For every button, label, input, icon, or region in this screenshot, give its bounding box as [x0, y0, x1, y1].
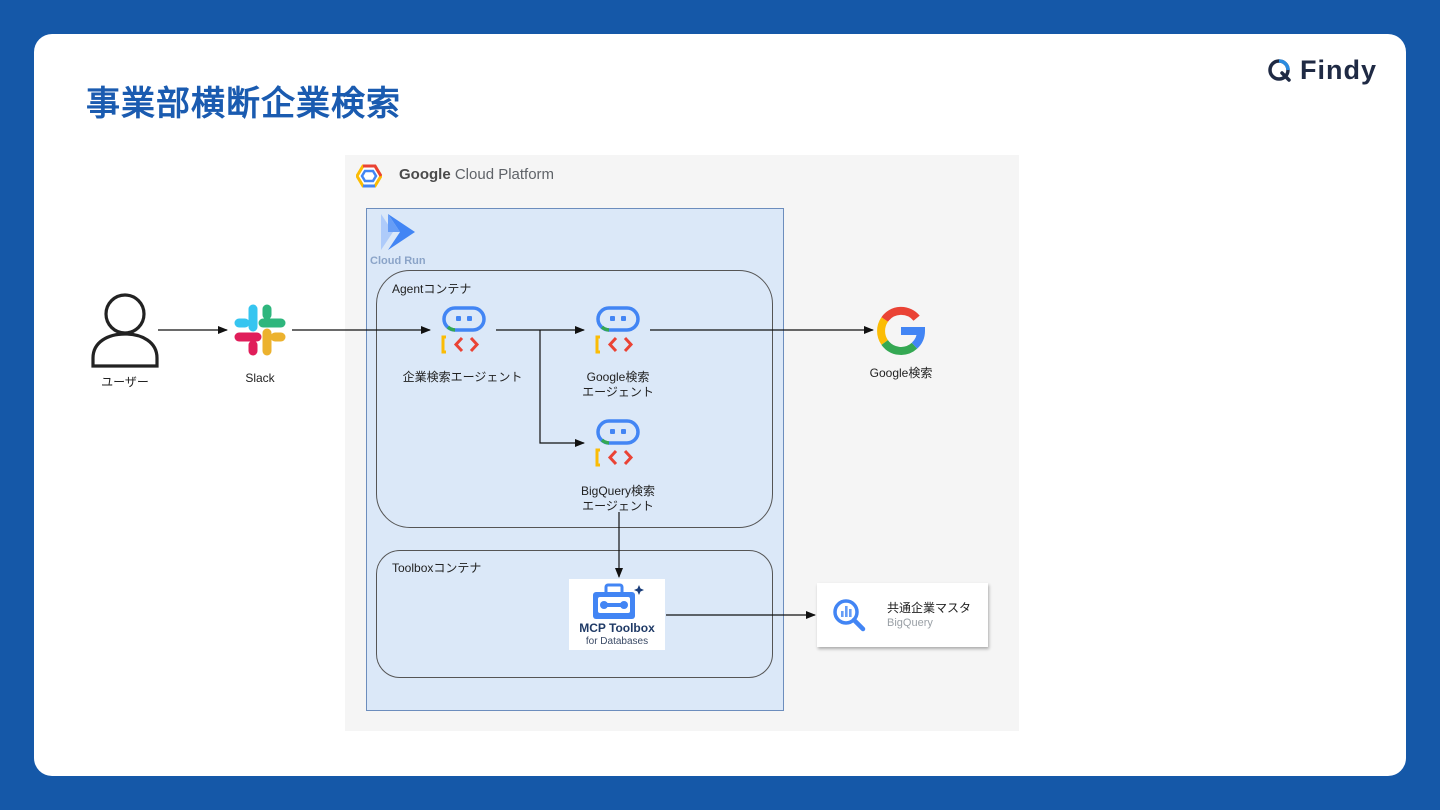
- google-search-label: Google検索: [869, 366, 933, 380]
- toolbox-container: [376, 550, 773, 678]
- google-agent-robot-icon: [595, 306, 640, 354]
- user-icon: [91, 293, 159, 368]
- google-agent-label-line1: Google検索: [586, 370, 650, 384]
- company-agent-label: 企業検索エージェント: [402, 370, 523, 384]
- toolbox-icon: [593, 583, 644, 619]
- bigquery-table-subtitle: BigQuery: [887, 617, 933, 629]
- gcp-hexagon-icon: [356, 164, 382, 188]
- google-g-icon: [877, 306, 926, 355]
- slack-label: Slack: [245, 371, 275, 385]
- findy-logo: Findy: [1266, 54, 1377, 86]
- gcp-title-rest: Cloud Platform: [450, 166, 555, 183]
- bigquery-table-card: 共通企業マスタ BigQuery: [817, 583, 988, 647]
- bigquery-icon: [833, 599, 866, 632]
- edge-agent-bq-agent: [539, 330, 585, 447]
- gcp-title-bold: Google: [399, 166, 451, 183]
- bq-agent-robot-icon: [595, 419, 640, 467]
- bq-agent-label-line1: BigQuery検索: [580, 484, 656, 498]
- google-agent-label-line2: エージェント: [582, 385, 654, 399]
- bigquery-table-name: 共通企業マスタ: [887, 601, 972, 615]
- gcp-title: Google Cloud Platform: [399, 166, 554, 183]
- mcp-toolbox-title: MCP Toolbox: [579, 621, 655, 635]
- findy-logo-icon: [1268, 59, 1291, 82]
- cloud-run-label: Cloud Run: [370, 255, 426, 267]
- bq-agent-label: BigQuery検索 エージェント: [562, 484, 674, 514]
- agent-container: [376, 270, 773, 528]
- bq-agent-label-line2: エージェント: [582, 499, 654, 513]
- slide-title: 事業部横断企業検索: [86, 84, 401, 124]
- google-agent-label: Google検索 エージェント: [570, 370, 666, 400]
- cloud-run-icon: [381, 214, 415, 250]
- findy-logo-text: Findy: [1300, 54, 1377, 85]
- company-agent-robot-icon: [441, 306, 486, 354]
- agent-container-label: Agentコンテナ: [392, 282, 472, 296]
- mcp-toolbox-subtitle: for Databases: [585, 636, 649, 647]
- toolbox-container-label: Toolboxコンテナ: [392, 561, 482, 575]
- mcp-toolbox-node: MCP Toolbox for Databases: [569, 579, 665, 650]
- user-label: ユーザー: [101, 375, 149, 389]
- slack-icon: [234, 304, 286, 356]
